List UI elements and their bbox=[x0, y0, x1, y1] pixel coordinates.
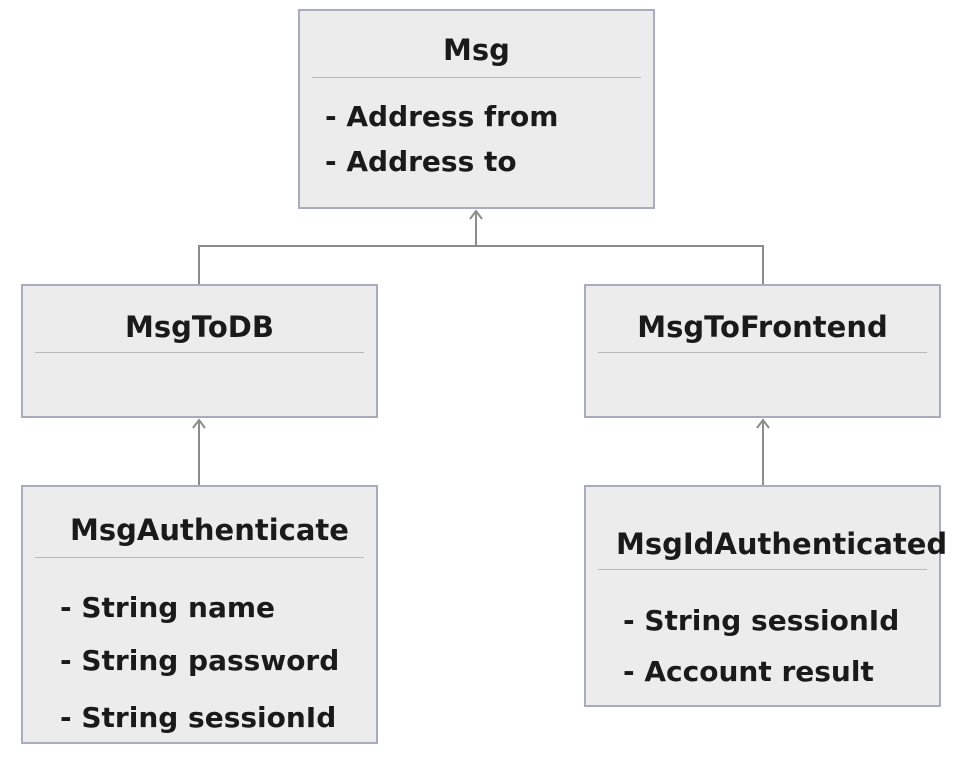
connector-tofrontend-to-msg bbox=[476, 245, 764, 284]
class-attribute: - String sessionId bbox=[60, 701, 337, 734]
class-box-msg: Msg - Address from - Address to bbox=[298, 9, 655, 209]
class-attribute: - Account result bbox=[623, 655, 874, 688]
class-attribute: - String name bbox=[60, 591, 276, 624]
class-attribute: - String password bbox=[60, 644, 340, 677]
class-box-msg-to-db: MsgToDB bbox=[21, 284, 378, 418]
arrowhead-todb bbox=[192, 418, 206, 429]
class-divider bbox=[35, 557, 364, 558]
arrowhead-msg bbox=[469, 209, 483, 220]
class-name: Msg bbox=[443, 33, 510, 67]
class-box-msg-to-frontend: MsgToFrontend bbox=[584, 284, 941, 418]
class-name: MsgToFrontend bbox=[637, 310, 888, 344]
class-attribute: - Address to bbox=[325, 145, 517, 178]
class-divider bbox=[312, 77, 641, 78]
class-name: MsgToDB bbox=[125, 310, 274, 344]
class-divider bbox=[598, 352, 927, 353]
class-box-msg-authenticate: MsgAuthenticate - String name - String p… bbox=[21, 485, 378, 744]
connector-todb-to-msg bbox=[198, 245, 476, 284]
class-divider bbox=[598, 569, 927, 570]
class-name: MsgIdAuthenticated bbox=[616, 527, 948, 561]
class-attribute: - String sessionId bbox=[623, 604, 900, 637]
class-divider bbox=[35, 352, 364, 353]
arrowhead-tofrontend bbox=[756, 418, 770, 429]
class-box-msg-id-authenticated: MsgIdAuthenticated - String sessionId - … bbox=[584, 485, 948, 707]
class-attribute: - Address from bbox=[325, 100, 559, 133]
class-name: MsgAuthenticate bbox=[70, 513, 349, 547]
